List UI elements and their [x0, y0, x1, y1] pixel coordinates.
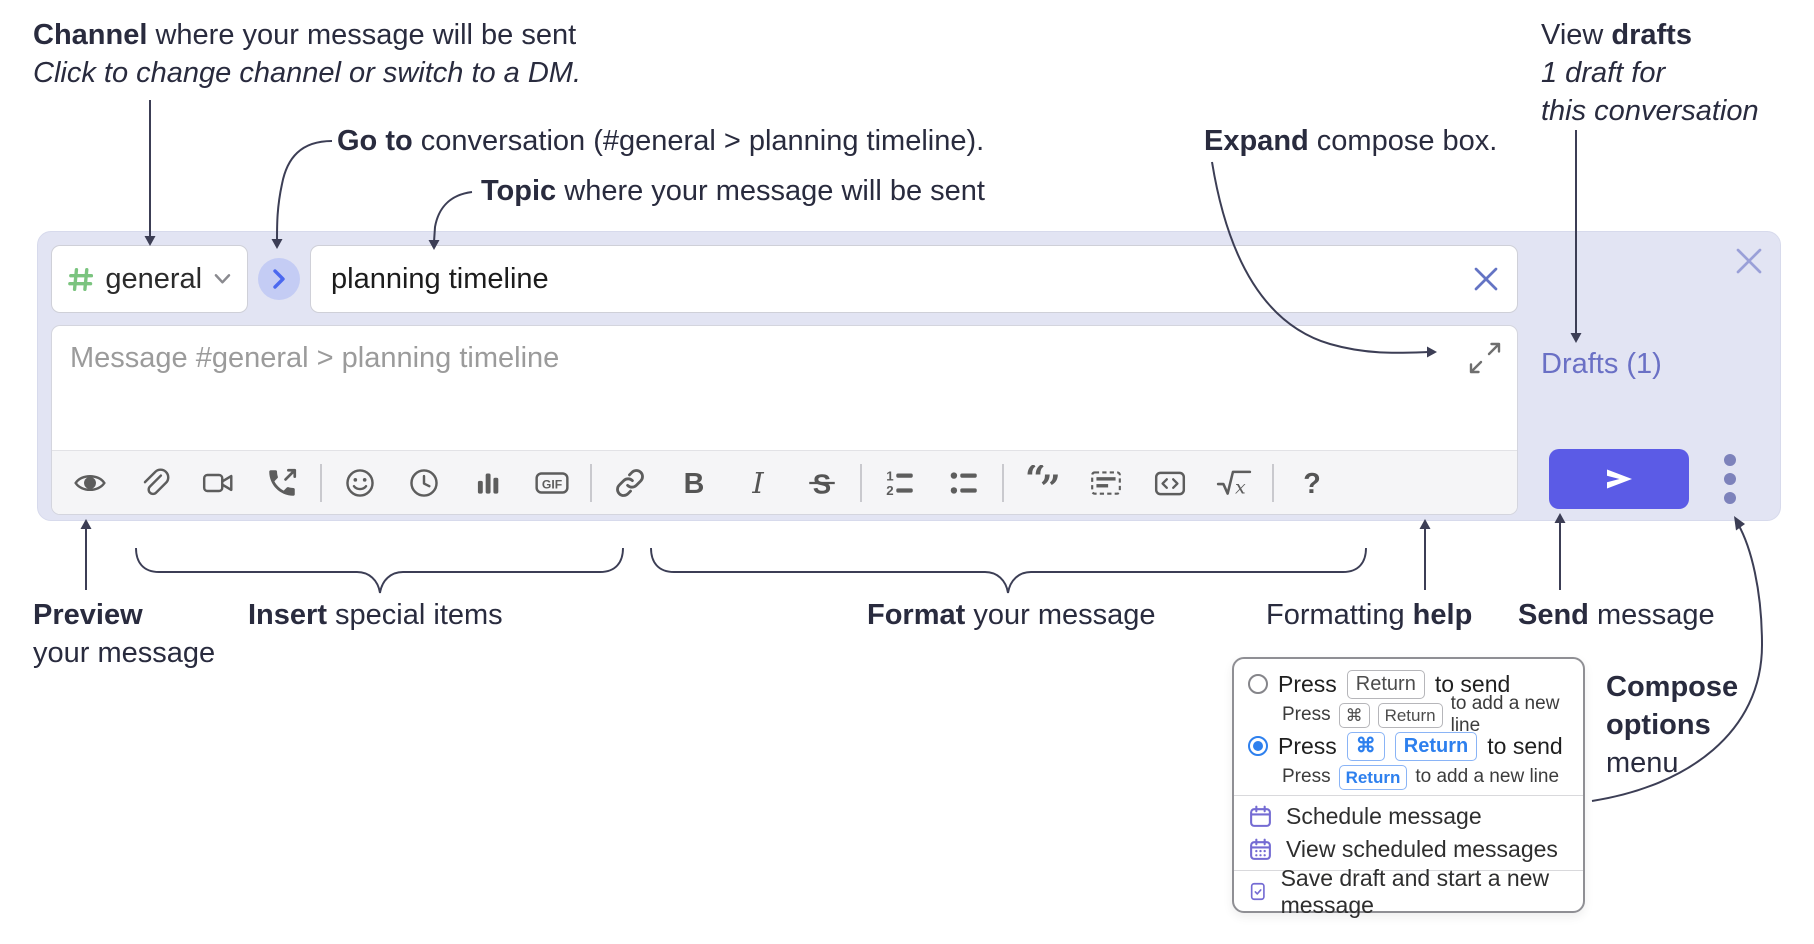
compose-options-button[interactable] [1714, 453, 1746, 505]
svg-text:1: 1 [886, 468, 894, 483]
svg-text:2: 2 [886, 483, 893, 498]
compose-recipient-row: general [51, 245, 1518, 313]
video-call-icon[interactable] [186, 458, 250, 508]
menu-item-view-scheduled[interactable]: View scheduled messages [1234, 833, 1583, 866]
italic-icon[interactable]: I [726, 458, 790, 508]
menu-divider [1234, 795, 1583, 796]
menu-item-schedule-message[interactable]: Schedule message [1234, 800, 1583, 833]
channel-select[interactable]: general [51, 245, 248, 313]
code-icon[interactable] [1138, 458, 1202, 508]
save-draft-icon [1250, 882, 1265, 901]
numbered-list-icon[interactable]: 1 2 [868, 458, 932, 508]
kbd-cmd: ⌘ [1346, 731, 1385, 761]
radio-selected-icon[interactable] [1248, 736, 1268, 756]
message-input[interactable] [52, 326, 1517, 450]
dot [1724, 454, 1736, 466]
attach-file-icon[interactable] [122, 458, 186, 508]
topic-field [310, 245, 1518, 313]
dot [1724, 492, 1736, 504]
menu-option-enter-sends[interactable]: Press Return to send [1234, 667, 1583, 701]
time-icon[interactable] [392, 458, 456, 508]
toolbar-divider [1272, 463, 1274, 502]
goto-note: Go to conversation (#general > planning … [337, 125, 985, 157]
clear-topic-icon[interactable] [1473, 266, 1499, 292]
channel-note-line2: Click to change channel or switch to a D… [33, 57, 582, 89]
insert-note: Insert special items [248, 599, 503, 631]
channel-hash-icon [68, 267, 94, 291]
svg-text:”: ” [1040, 468, 1060, 501]
drafts-link[interactable]: Drafts (1) [1541, 348, 1662, 380]
spoiler-icon[interactable] [1074, 458, 1138, 508]
svg-text:I: I [751, 466, 764, 500]
topic-input[interactable] [329, 261, 1473, 297]
menu-option-cmd-enter-sends[interactable]: Press ⌘ Return to send [1234, 729, 1583, 763]
emoji-icon[interactable] [328, 458, 392, 508]
calendar-grid-icon [1250, 838, 1271, 860]
svg-text:x: x [1235, 476, 1246, 498]
close-compose-icon[interactable] [1734, 246, 1764, 276]
goto-conversation-button[interactable] [258, 258, 300, 300]
preview-eye-icon[interactable] [58, 458, 122, 508]
bulleted-list-icon[interactable] [932, 458, 996, 508]
send-plane-icon [1607, 469, 1632, 489]
svg-text:?: ? [1303, 468, 1321, 500]
chevron-right-icon [273, 269, 285, 289]
menu-option-enter-sends-sub: Press ⌘ Return to add a new line [1282, 693, 1560, 736]
view-drafts-note: View drafts 1 draft for this conversatio… [1541, 19, 1759, 127]
compose-toolbar: GIF B I [52, 450, 1517, 514]
chevron-down-icon [214, 274, 231, 284]
bold-icon[interactable]: B [662, 458, 726, 508]
kbd-return: Return [1346, 669, 1425, 699]
format-note: Format your message [867, 599, 1156, 631]
menu-item-save-draft[interactable]: Save draft and start a new message [1234, 865, 1583, 918]
dot [1724, 473, 1736, 485]
kbd-return: Return [1394, 731, 1478, 761]
math-icon[interactable]: x [1202, 458, 1266, 508]
radio-unselected-icon[interactable] [1248, 674, 1268, 694]
gif-icon[interactable]: GIF [520, 458, 584, 508]
toolbar-divider [1002, 463, 1004, 502]
menu-divider [1234, 870, 1583, 871]
channel-note: Channel where your message will be sent … [33, 16, 581, 92]
toolbar-divider [860, 463, 862, 502]
toolbar-divider [320, 463, 322, 502]
topic-note: Topic where your message will be sent [481, 175, 985, 207]
link-icon[interactable] [598, 458, 662, 508]
preview-note: Preview your message [33, 599, 216, 669]
compose-options-menu: Press Return to send Press ⌘ Return to a… [1232, 657, 1585, 918]
poll-icon[interactable] [456, 458, 520, 508]
help-icon[interactable]: ? [1280, 458, 1344, 508]
formatting-help-note: Formatting help [1266, 599, 1473, 631]
toolbar-divider [590, 463, 592, 502]
send-note: Send message [1518, 599, 1715, 631]
menu-option-cmd-enter-sends-sub: Press Return to add a new line [1234, 763, 1583, 791]
kbd-return: Return [1338, 764, 1408, 790]
channel-select-label: general [105, 262, 203, 295]
quote-icon[interactable]: “ ” [1010, 458, 1074, 508]
expand-compose-icon[interactable] [1469, 342, 1501, 374]
calendar-icon [1250, 805, 1271, 827]
send-button[interactable] [1549, 449, 1689, 509]
kbd-return: Return [1377, 702, 1443, 728]
channel-note-rest: where your message will be sent [147, 19, 577, 51]
gif-label: GIF [542, 477, 562, 491]
channel-note-bold: Channel [33, 19, 148, 51]
compose-box: general [37, 231, 1781, 521]
expand-note: Expand compose box. [1204, 125, 1498, 157]
kbd-cmd: ⌘ [1338, 702, 1370, 728]
compose-options-note: Compose options menu [1606, 671, 1739, 779]
svg-text:B: B [684, 468, 705, 500]
message-box: GIF B I [51, 325, 1518, 515]
audio-call-icon[interactable] [250, 458, 314, 508]
svg-text:“: “ [1025, 465, 1046, 500]
strikethrough-icon[interactable]: S [790, 458, 854, 508]
